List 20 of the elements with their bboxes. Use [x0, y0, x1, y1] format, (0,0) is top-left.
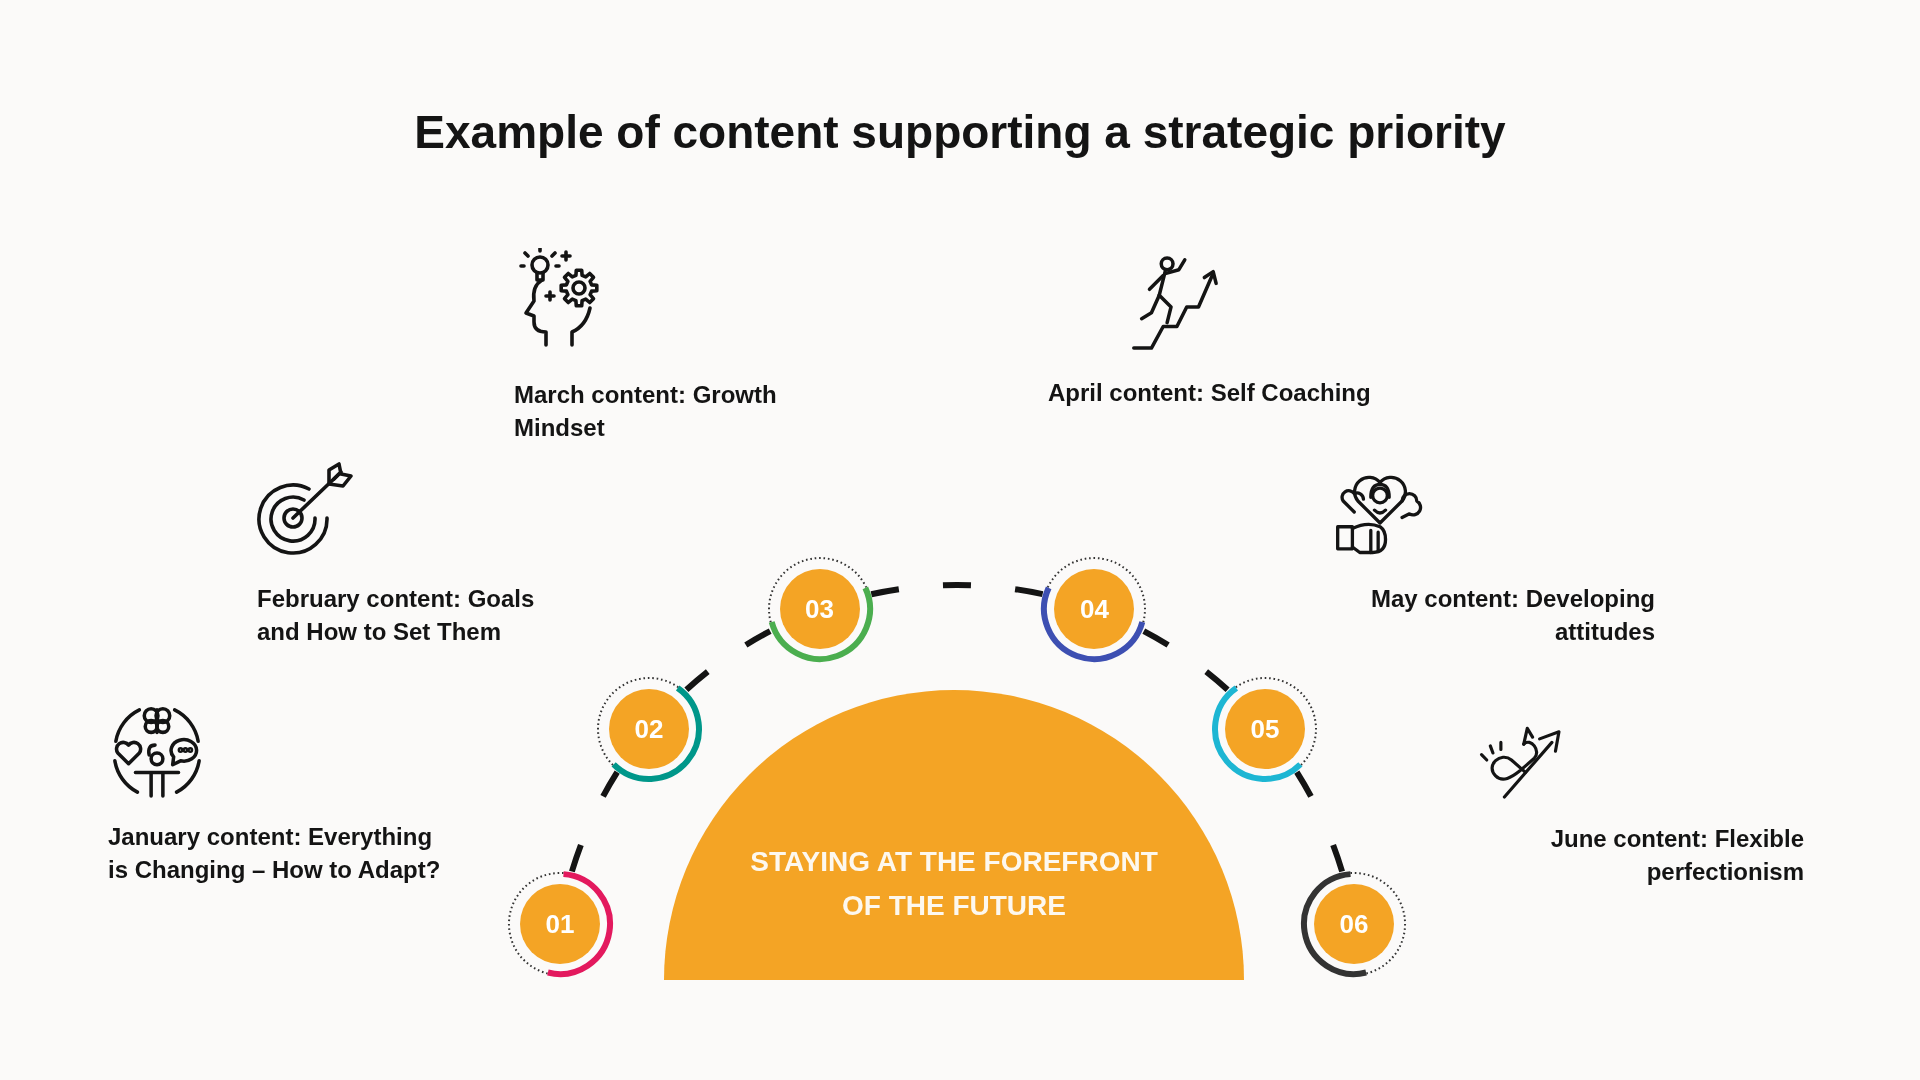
topic-text: June content: Flexible perfectionism — [1549, 824, 1804, 887]
center-heading: STAYING AT THE FOREFRONT OF THE FUTURE — [749, 845, 1159, 923]
topic-text: March content: Growth Mindset — [514, 380, 778, 443]
step-number: 05 — [1250, 713, 1280, 744]
topic-text: May content: Developing attitudes — [1369, 584, 1655, 647]
dashed-connector — [684, 628, 772, 692]
topic-text: February content: Goals and How to Set Them — [257, 584, 536, 647]
step-number: 04 — [1080, 594, 1109, 625]
topic-text: April content: Self Coaching — [1048, 378, 1371, 408]
step-number: 03 — [805, 594, 834, 625]
dashed-connector — [1294, 770, 1345, 873]
dashed-connector — [569, 770, 620, 873]
semicircle — [664, 690, 1244, 980]
title: Example of content supporting a strategic priority — [414, 106, 1506, 158]
dashed-connector — [870, 581, 1044, 598]
topic-text: January content: Everything is Changing – How to Adapt? — [108, 822, 442, 885]
step-number: 01 — [545, 909, 575, 940]
step-number: 02 — [634, 713, 664, 744]
step-number: 06 — [1339, 909, 1369, 940]
dashed-connector — [1142, 628, 1230, 692]
